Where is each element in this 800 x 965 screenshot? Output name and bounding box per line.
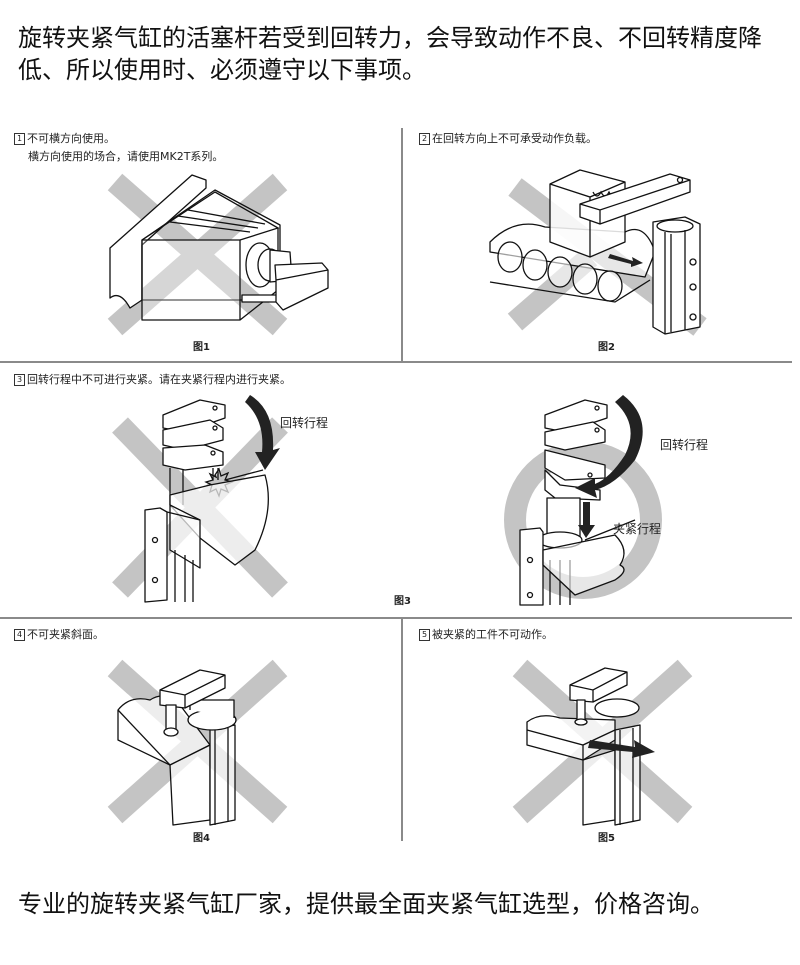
- figure-3-label: 图3: [394, 596, 411, 607]
- rotation-arrow-icon: [245, 395, 280, 470]
- section-number-box: 5: [419, 629, 430, 641]
- section-title: 被夹紧的工件不可动作。: [432, 628, 553, 641]
- rotation-arrow-icon: [575, 395, 643, 498]
- page-heading: 旋转夹紧气缸的活塞杆若受到回转力，会导致动作不良、不回转精度降低、所以使用时、必…: [18, 24, 762, 84]
- section-number-box: 4: [14, 629, 25, 641]
- figure-3-right-clamp-label: 夹紧行程: [613, 522, 662, 536]
- section-title: 回转行程中不可进行夹紧。请在夹紧行程内进行夹紧。: [27, 373, 291, 386]
- section-title: 不可横方向使用。: [27, 132, 115, 145]
- figure-2-label: 图2: [598, 342, 615, 353]
- section-number-box: 1: [14, 133, 25, 145]
- divider-horizontal-1: [0, 361, 792, 363]
- arrow-icon: [588, 740, 655, 758]
- figure-1-illustration: [107, 173, 329, 336]
- figure-3-left-rotation-label: 回转行程: [280, 416, 329, 430]
- section-title: 不可夹紧斜面。: [27, 628, 104, 641]
- divider-horizontal-2: [0, 617, 792, 619]
- figure-5-label: 图5: [598, 833, 615, 844]
- figure-4-illustration: [107, 659, 288, 826]
- figure-2-illustration: [489, 169, 707, 336]
- figure-3-right-rotation-label: 回转行程: [660, 438, 709, 452]
- divider-vertical-top: [401, 128, 403, 362]
- arrow-icon: [608, 254, 643, 267]
- section-number-box: 3: [14, 374, 25, 386]
- divider-vertical-bottom: [401, 619, 403, 841]
- clamp-arrow-icon: [578, 502, 595, 538]
- page-footer: 专业的旋转夹紧气缸厂家，提供最全面夹紧气缸选型，价格咨询。: [18, 890, 714, 918]
- figure-3-right-illustration: [504, 395, 662, 606]
- section-number-box: 2: [419, 133, 430, 145]
- section-title: 在回转方向上不可承受动作负载。: [432, 132, 597, 145]
- figure-4-label: 图4: [193, 833, 210, 844]
- figure-3-left-illustration: [112, 395, 288, 603]
- figure-1-label: 图1: [193, 342, 210, 353]
- figure-5-illustration: [512, 659, 693, 826]
- section-1-note: 横方向使用的场合，请使用MK2T系列。: [28, 150, 224, 163]
